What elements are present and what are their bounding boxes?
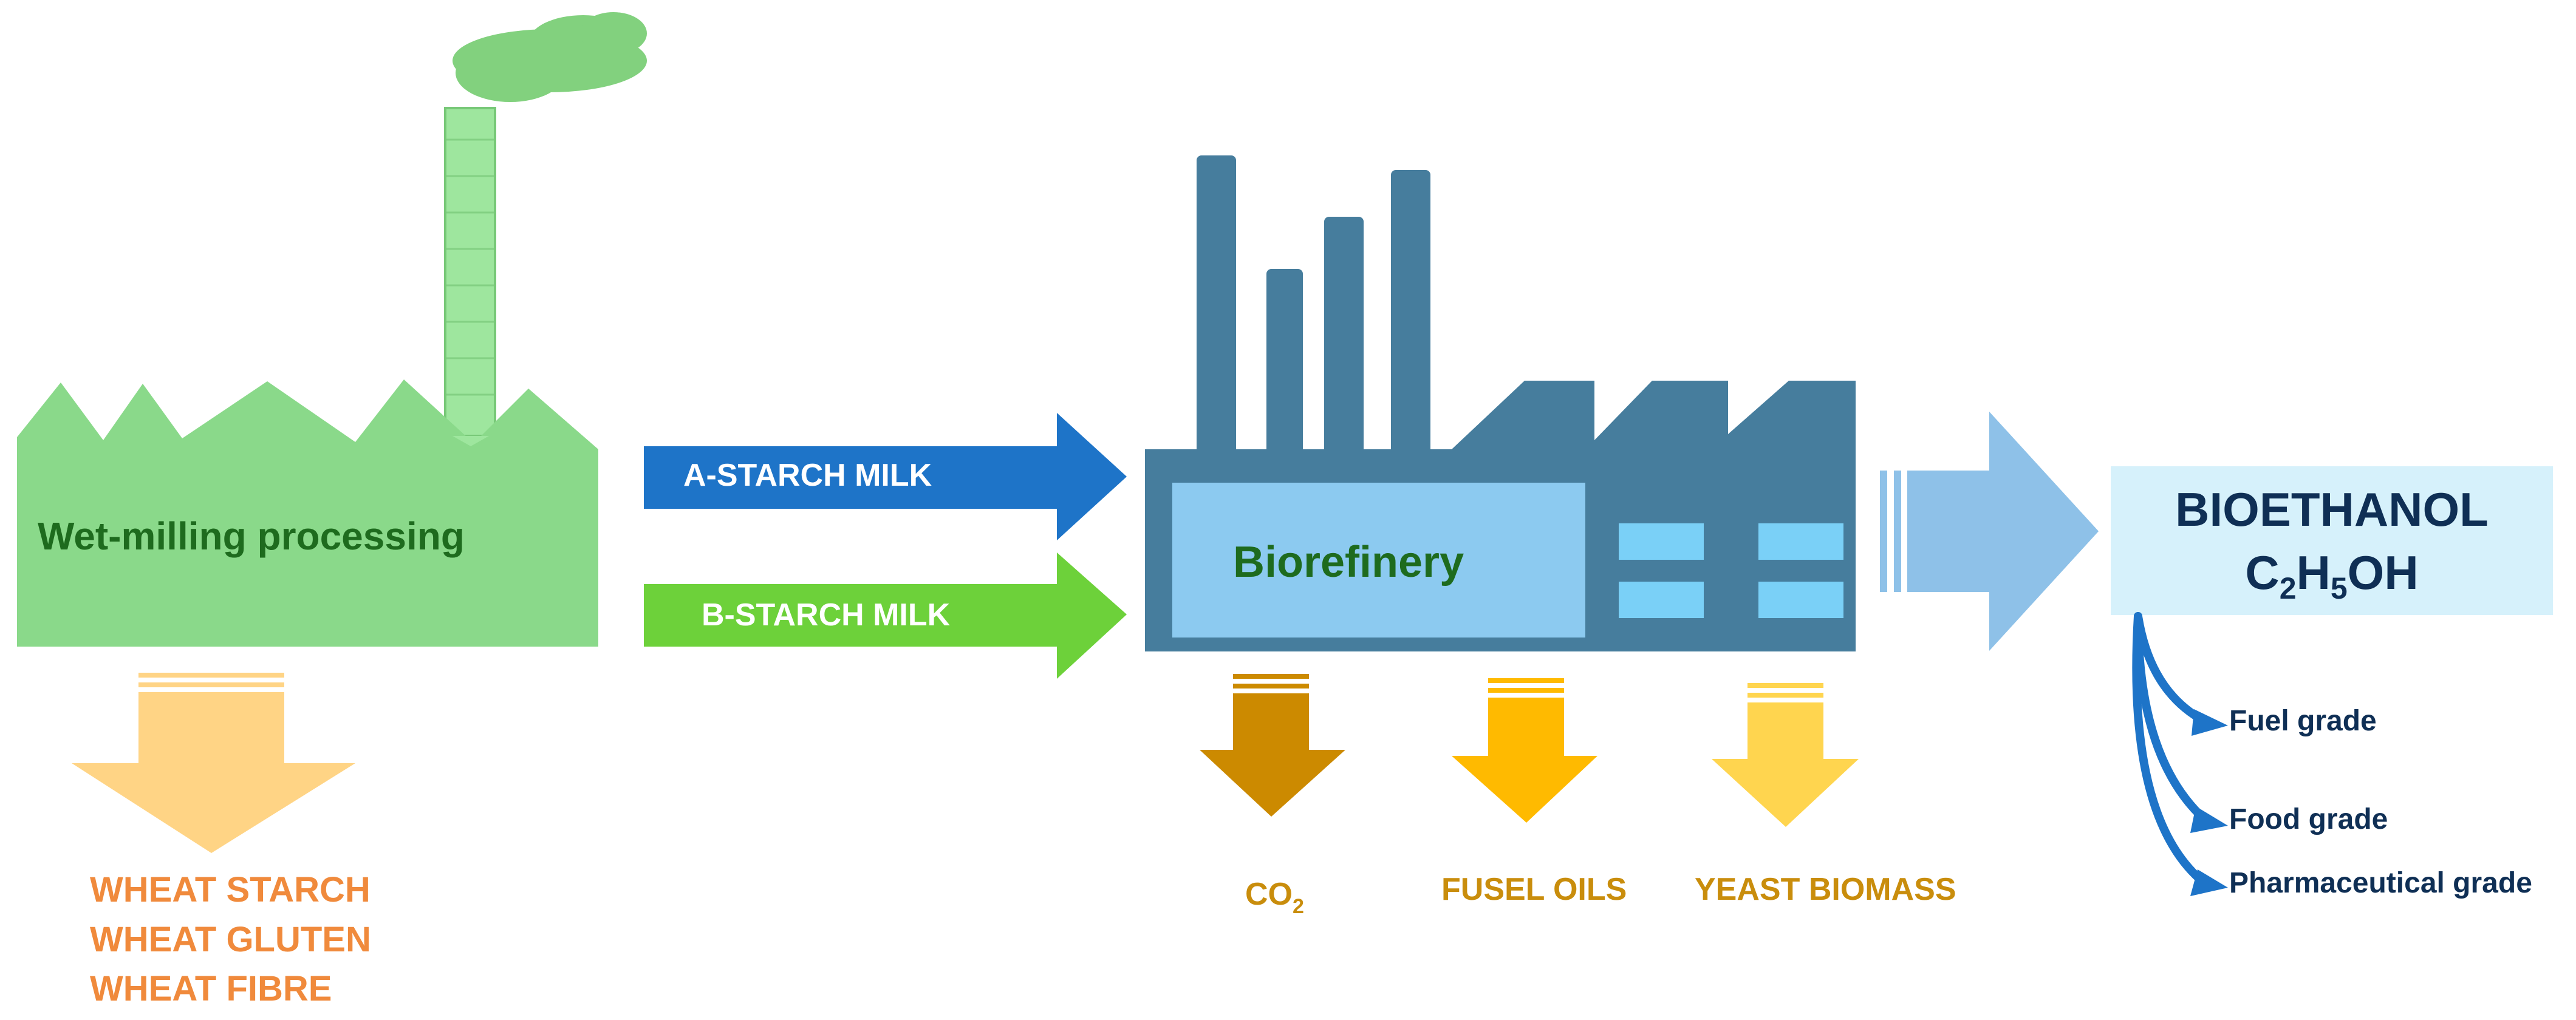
- fusel-oils-label: FUSEL OILS: [1441, 872, 1627, 907]
- grade-label: Fuel grade: [2229, 705, 2377, 737]
- factory-building: [17, 379, 598, 647]
- wheat-product-item: WHEAT FIBRE: [90, 969, 332, 1008]
- biorefinery-label: Biorefinery: [1233, 538, 1464, 586]
- wet-milling-label: Wet-milling processing: [38, 514, 465, 558]
- a-starch-arrow: A-STARCH MILK: [644, 413, 1127, 540]
- bioethanol-formula: C2H5OH: [2245, 546, 2418, 605]
- wheat-products-list: WHEAT STARCH WHEAT GLUTEN WHEAT FIBRE: [90, 870, 371, 1008]
- b-starch-label: B-STARCH MILK: [702, 597, 951, 633]
- refinery-chimney: [1266, 269, 1303, 462]
- b-starch-arrow: B-STARCH MILK: [644, 552, 1127, 679]
- grade-branches: [2132, 612, 2209, 888]
- grade-label: Food grade: [2229, 803, 2388, 835]
- biorefinery-window: [1172, 483, 1585, 638]
- yeast-biomass-arrow: [1712, 683, 1859, 827]
- chimney: [444, 107, 496, 437]
- wet-milling-factory: Wet-milling processing: [17, 12, 647, 647]
- refinery-small-windows: [1619, 523, 1843, 618]
- grade-label: Pharmaceutical grade: [2229, 867, 2532, 899]
- refinery-chimney: [1391, 170, 1430, 462]
- wheat-product-item: WHEAT STARCH: [90, 870, 371, 909]
- co2-arrow: [1200, 674, 1345, 817]
- refinery-chimney: [1197, 155, 1236, 462]
- bioethanol-title: BIOETHANOL: [2175, 483, 2489, 536]
- output-arrow: [1880, 412, 2099, 651]
- a-starch-label: A-STARCH MILK: [683, 458, 932, 493]
- bioethanol-box: [2111, 466, 2553, 615]
- grade-arrowheads: [2190, 709, 2228, 896]
- wheat-products-arrow: [72, 673, 355, 853]
- fusel-oils-arrow: [1452, 678, 1597, 823]
- wheat-product-item: WHEAT GLUTEN: [90, 920, 371, 959]
- refinery-chimney: [1324, 217, 1364, 462]
- co2-label: CO2: [1245, 877, 1304, 918]
- yeast-biomass-label: YEAST BIOMASS: [1695, 872, 1956, 907]
